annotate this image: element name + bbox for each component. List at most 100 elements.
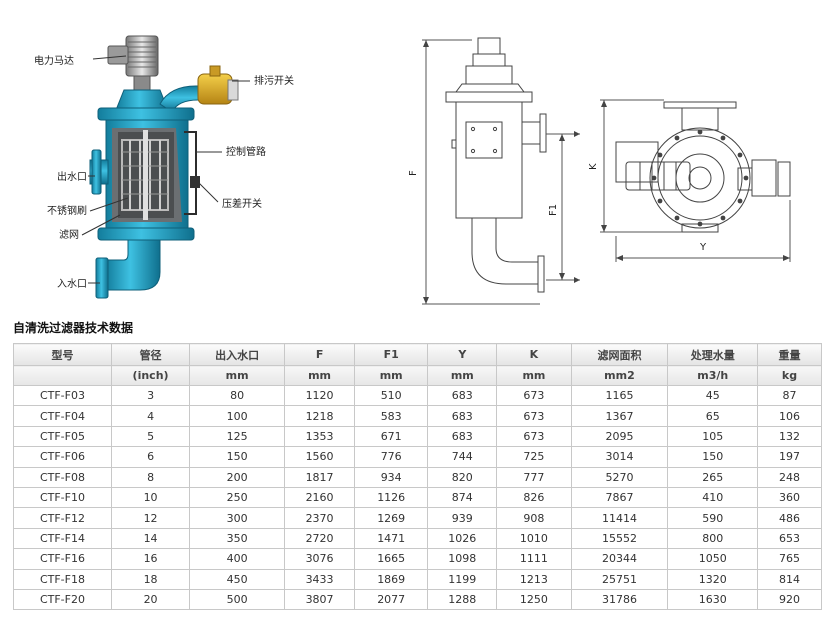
table-cell: CTF-F08 (13, 466, 112, 488)
table-cell: CTF-F18 (13, 568, 112, 590)
table-cell: 590 (667, 507, 759, 529)
table-cell: 150 (189, 446, 286, 468)
top-dimension-lines (600, 99, 791, 262)
table-cell: 8 (110, 466, 191, 488)
table-cell: 3807 (284, 588, 356, 611)
table-cell: 132 (757, 425, 822, 448)
table-cell: CTF-F12 (13, 507, 112, 529)
table-cell: 874 (427, 486, 498, 509)
table-cell: 11414 (570, 507, 669, 529)
top-view-drawing (615, 101, 791, 233)
table-cell: 197 (757, 446, 822, 468)
table-cell: CTF-F03 (13, 384, 112, 407)
table-cell: 1560 (284, 446, 356, 468)
side-elevation-drawing (445, 37, 547, 293)
table-cell: 2720 (284, 527, 356, 550)
table-cell: 200 (189, 466, 286, 488)
table-cell: 934 (354, 466, 429, 488)
label-drain-switch: 排污开关 (254, 74, 294, 87)
column-unit (13, 365, 112, 386)
table-cell: 4 (110, 405, 191, 427)
table-cell: 3 (110, 384, 191, 407)
table-cell: 410 (667, 486, 759, 509)
column-header: 重量 (757, 343, 822, 366)
table-cell: 3014 (570, 446, 669, 468)
column-header: Y (427, 343, 498, 366)
table-cell: 1199 (427, 568, 498, 590)
label-control-pipe: 控制管路 (226, 145, 266, 158)
table-cell: 908 (496, 507, 572, 529)
column-header: 处理水量 (667, 343, 759, 366)
column-header: 型号 (13, 343, 112, 366)
label-motor: 电力马达 (34, 54, 74, 67)
column-unit: mm (284, 365, 356, 386)
leader-lines (81, 55, 250, 284)
table-cell: 673 (496, 405, 572, 427)
table-cell: 14 (110, 527, 191, 550)
table-cell: 820 (427, 466, 498, 488)
table-cell: 18 (110, 568, 191, 590)
table-cell: 683 (427, 425, 498, 448)
table-cell: 1367 (570, 405, 669, 427)
table-cell: 1111 (496, 548, 572, 570)
label-brush: 不锈钢刷 (47, 204, 87, 217)
table-cell: 5 (110, 425, 191, 448)
table-cell: 150 (667, 446, 759, 468)
column-header: F1 (354, 343, 429, 366)
dim-f1: F1 (548, 204, 559, 216)
column-header: 出入水口 (189, 343, 286, 366)
filter-illustration (89, 35, 239, 299)
table-cell: 250 (189, 486, 286, 509)
table-cell: 65 (667, 405, 759, 427)
table-cell: 45 (667, 384, 759, 407)
label-outlet: 出水口 (57, 170, 87, 183)
table-cell: 1098 (427, 548, 498, 570)
top-view-bolts (651, 129, 749, 227)
table-cell: 1126 (354, 486, 429, 509)
table-cell: 31786 (570, 588, 669, 611)
table-cell: 450 (189, 568, 286, 590)
table-cell: 2077 (354, 588, 429, 611)
label-inlet: 入水口 (57, 278, 87, 290)
table-cell: 486 (757, 507, 822, 529)
table-cell: 3076 (284, 548, 356, 570)
table-cell: 12 (110, 507, 191, 529)
column-header: K (496, 343, 572, 366)
table-cell: 1630 (667, 588, 759, 611)
table-cell: 1213 (496, 568, 572, 590)
table-cell: CTF-F04 (13, 405, 112, 427)
column-unit: m3/h (667, 365, 759, 386)
table-cell: 814 (757, 568, 822, 590)
table-cell: 5270 (570, 466, 669, 488)
table-cell: 10 (110, 486, 191, 509)
table-cell: 2095 (570, 425, 669, 448)
table-cell: CTF-F16 (13, 548, 112, 570)
label-diff-pressure-switch: 压差开关 (222, 197, 262, 210)
table-cell: 744 (427, 446, 498, 468)
column-header: 滤网面积 (570, 343, 669, 366)
table-cell: 6 (110, 446, 191, 468)
column-unit: mm2 (570, 365, 669, 386)
table-cell: 1218 (284, 405, 356, 427)
table-cell: 80 (189, 384, 286, 407)
table-cell: 7867 (570, 486, 669, 509)
table-cell: 725 (496, 446, 572, 468)
table-cell: 920 (757, 588, 822, 611)
label-screen: 滤网 (59, 228, 79, 241)
table-cell: CTF-F06 (13, 446, 112, 468)
table-cell: 248 (757, 466, 822, 488)
table-cell: 1288 (427, 588, 498, 611)
table-cell: 100 (189, 405, 286, 427)
table-cell: CTF-F10 (13, 486, 112, 509)
table-cell: 1320 (667, 568, 759, 590)
section-title: 自清洗过滤器技术数据 (13, 321, 134, 335)
table-cell: 1471 (354, 527, 429, 550)
table-cell: 671 (354, 425, 429, 448)
table-cell: 1026 (427, 527, 498, 550)
table-cell: CTF-F14 (13, 527, 112, 550)
